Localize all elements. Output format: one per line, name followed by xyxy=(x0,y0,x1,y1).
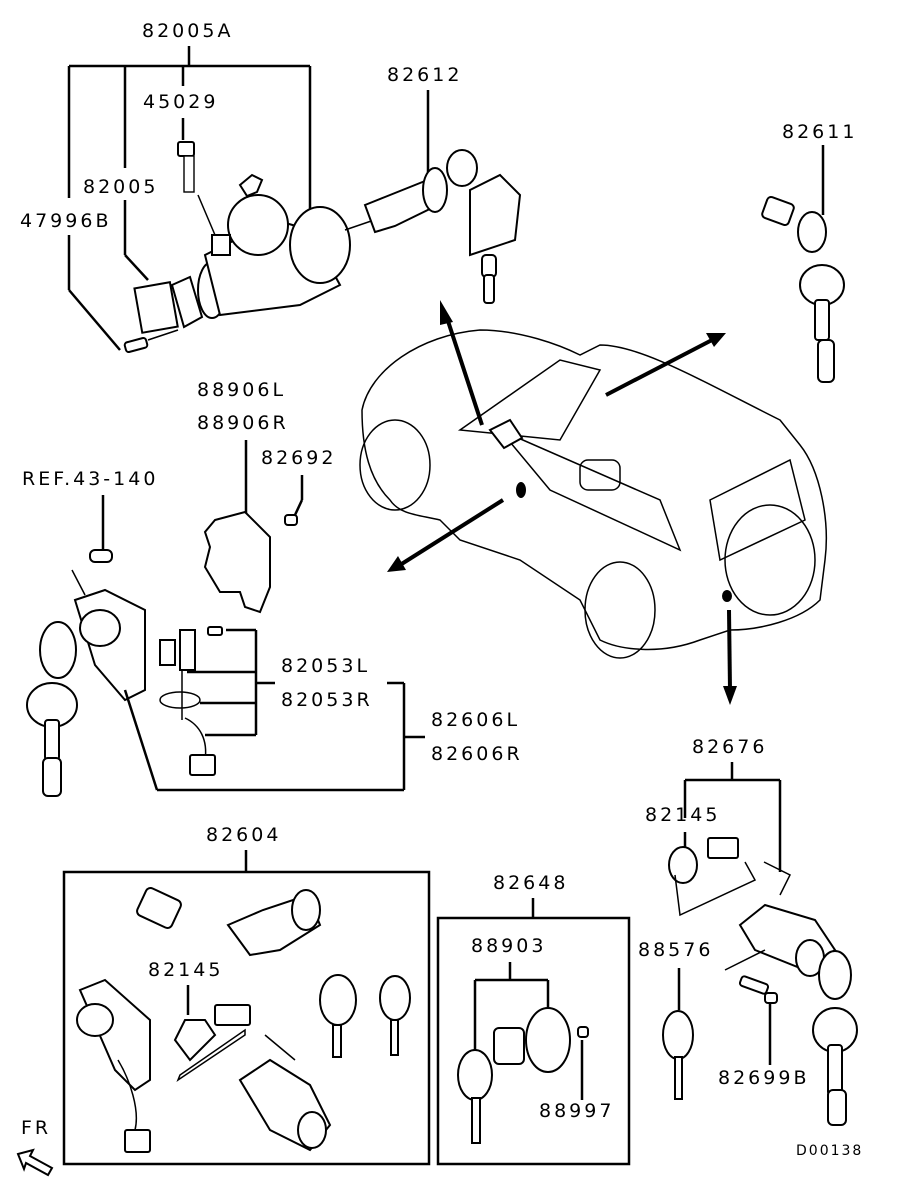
key-set-parts xyxy=(457,1007,589,1144)
front-direction-arrow-icon xyxy=(16,1148,54,1177)
leader-82692 xyxy=(293,475,304,516)
part-label-88906L[interactable]: 88906L xyxy=(197,379,287,401)
leader-82005A xyxy=(67,46,312,351)
door-lock-cylinder-drawing xyxy=(26,549,146,797)
part-label-45029[interactable]: 45029 xyxy=(143,91,219,113)
door-key-cylinder-drawing xyxy=(761,196,845,383)
part-label-82648[interactable]: 82648 xyxy=(493,872,569,894)
leader-82053 xyxy=(187,628,275,737)
part-label-82145-kit[interactable]: 82145 xyxy=(148,959,224,981)
leader-82606 xyxy=(123,681,425,792)
front-direction-label: FR xyxy=(21,1117,52,1139)
key-88576-drawing xyxy=(662,1010,694,1100)
part-label-88903[interactable]: 88903 xyxy=(471,935,547,957)
arrow-to-door-cylinder-left xyxy=(387,498,505,572)
part-label-82005A[interactable]: 82005A xyxy=(142,20,234,42)
part-label-82606R[interactable]: 82606R xyxy=(431,743,523,765)
leader-88903 xyxy=(473,962,550,1050)
part-label-82611[interactable]: 82611 xyxy=(782,121,858,143)
ignition-key-cylinder-drawing xyxy=(344,149,522,304)
part-label-82612[interactable]: 82612 xyxy=(387,64,463,86)
tailgate-lock-drawing xyxy=(668,837,858,1126)
part-label-88906R[interactable]: 88906R xyxy=(197,412,289,434)
arrow-to-tailgate xyxy=(723,609,737,705)
part-label-88576[interactable]: 88576 xyxy=(638,939,714,961)
vehicle-drawing xyxy=(359,329,828,659)
part-label-82604[interactable]: 82604 xyxy=(206,824,282,846)
leader-82676 xyxy=(683,762,782,872)
kit-82648-frame xyxy=(436,916,631,1166)
drawing-code: D00138 xyxy=(796,1143,864,1159)
part-label-82676[interactable]: 82676 xyxy=(692,736,768,758)
part-label-82005[interactable]: 82005 xyxy=(83,176,159,198)
arrow-to-ignition xyxy=(440,300,484,426)
arrow-to-door-cylinder-right xyxy=(605,333,726,397)
part-label-82053L[interactable]: 82053L xyxy=(281,655,371,677)
part-label-82699B[interactable]: 82699B xyxy=(718,1067,810,1089)
part-label-82692[interactable]: 82692 xyxy=(261,447,337,469)
kit-82604-parts xyxy=(76,887,411,1153)
door-switch-drawing xyxy=(159,626,223,776)
part-label-47996B[interactable]: 47996B xyxy=(20,210,112,232)
part-label-82053R[interactable]: 82053R xyxy=(281,689,373,711)
part-label-82606L[interactable]: 82606L xyxy=(431,709,521,731)
kit-82604-frame xyxy=(62,870,431,1166)
part-label-82145-tailgate[interactable]: 82145 xyxy=(645,804,721,826)
door-lock-cover-drawing xyxy=(203,510,298,614)
reference-label-43-140[interactable]: REF.43-140 xyxy=(22,468,159,490)
part-label-88997[interactable]: 88997 xyxy=(539,1100,615,1122)
ignition-switch-drawing xyxy=(123,141,351,354)
